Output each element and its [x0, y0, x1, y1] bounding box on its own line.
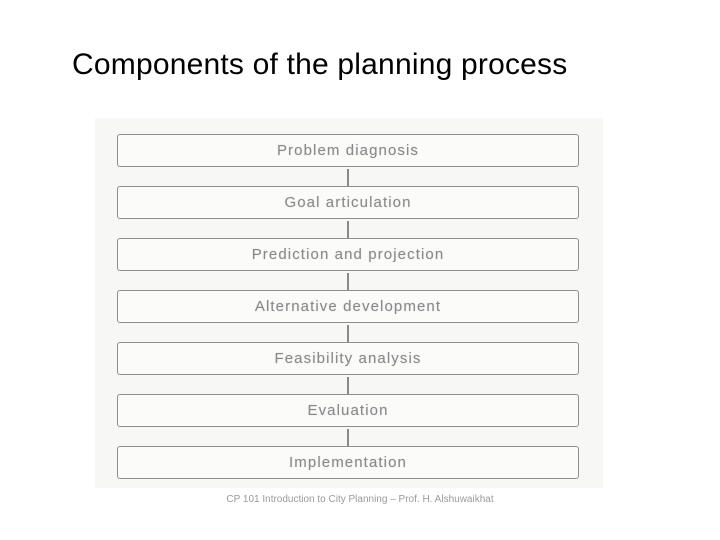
flow-node-problem-diagnosis: Problem diagnosis [117, 134, 579, 167]
flow-node-alternative-development: Alternative development [117, 290, 579, 323]
flow-arrow-5 [343, 377, 353, 401]
flow-node-label: Alternative development [254, 298, 442, 315]
flow-node-goal-articulation: Goal articulation [117, 186, 579, 219]
flow-node-label: Goal articulation [284, 194, 412, 211]
planning-process-diagram: Problem diagnosis Goal articulation Pred… [95, 118, 603, 488]
flow-node-feasibility-analysis: Feasibility analysis [117, 342, 579, 375]
flowchart: Problem diagnosis Goal articulation Pred… [95, 118, 603, 488]
flow-node-label: Evaluation [307, 402, 389, 419]
flow-node-evaluation: Evaluation [117, 394, 579, 427]
flow-arrow-3 [343, 273, 353, 297]
flow-node-prediction-and-projection: Prediction and projection [117, 238, 579, 271]
flow-node-label: Implementation [289, 454, 407, 471]
flow-arrow-6 [343, 429, 353, 453]
flow-node-label: Feasibility analysis [274, 350, 422, 367]
page-title: Components of the planning process [72, 48, 568, 81]
flow-node-implementation: Implementation [117, 446, 579, 479]
slide-footer: CP 101 Introduction to City Planning – P… [226, 494, 494, 505]
flow-node-label: Problem diagnosis [276, 142, 420, 159]
flow-arrow-2 [343, 221, 353, 245]
flow-arrow-1 [343, 169, 353, 193]
flow-arrow-4 [343, 325, 353, 349]
flow-node-label: Prediction and projection [251, 246, 445, 263]
